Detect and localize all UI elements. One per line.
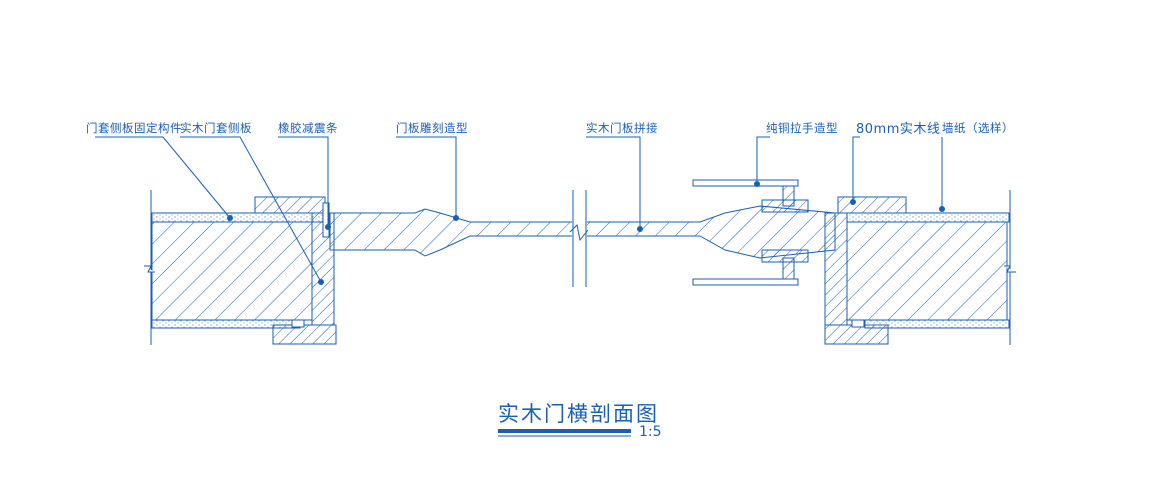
right-door-frame <box>824 196 907 345</box>
callout-wallpaper: 墙纸（选样） <box>942 121 1014 135</box>
left-door-frame <box>254 196 337 345</box>
leader-dots <box>227 181 945 285</box>
left-wall <box>144 190 325 345</box>
callout-moulding: 80mm实木线 <box>856 122 941 137</box>
handle <box>692 179 809 286</box>
drawing-title: 实木门横剖面图 <box>498 402 659 426</box>
callout-carving: 门板雕刻造型 <box>396 121 468 135</box>
callout-copper-handle: 纯铜拉手造型 <box>766 121 838 135</box>
callout-jamb-panel: 实木门套侧板 <box>180 121 252 135</box>
right-wall <box>846 190 1016 345</box>
drawing-scale: 1:5 <box>639 424 662 440</box>
callout-rubber-strip: 橡胶减震条 <box>278 121 338 135</box>
leader-lines <box>95 136 943 283</box>
door-leaf <box>329 190 836 287</box>
callout-panel-joint: 实木门板拼接 <box>586 121 658 135</box>
callout-frame-fixing: 门套侧板固定构件 <box>86 121 182 135</box>
